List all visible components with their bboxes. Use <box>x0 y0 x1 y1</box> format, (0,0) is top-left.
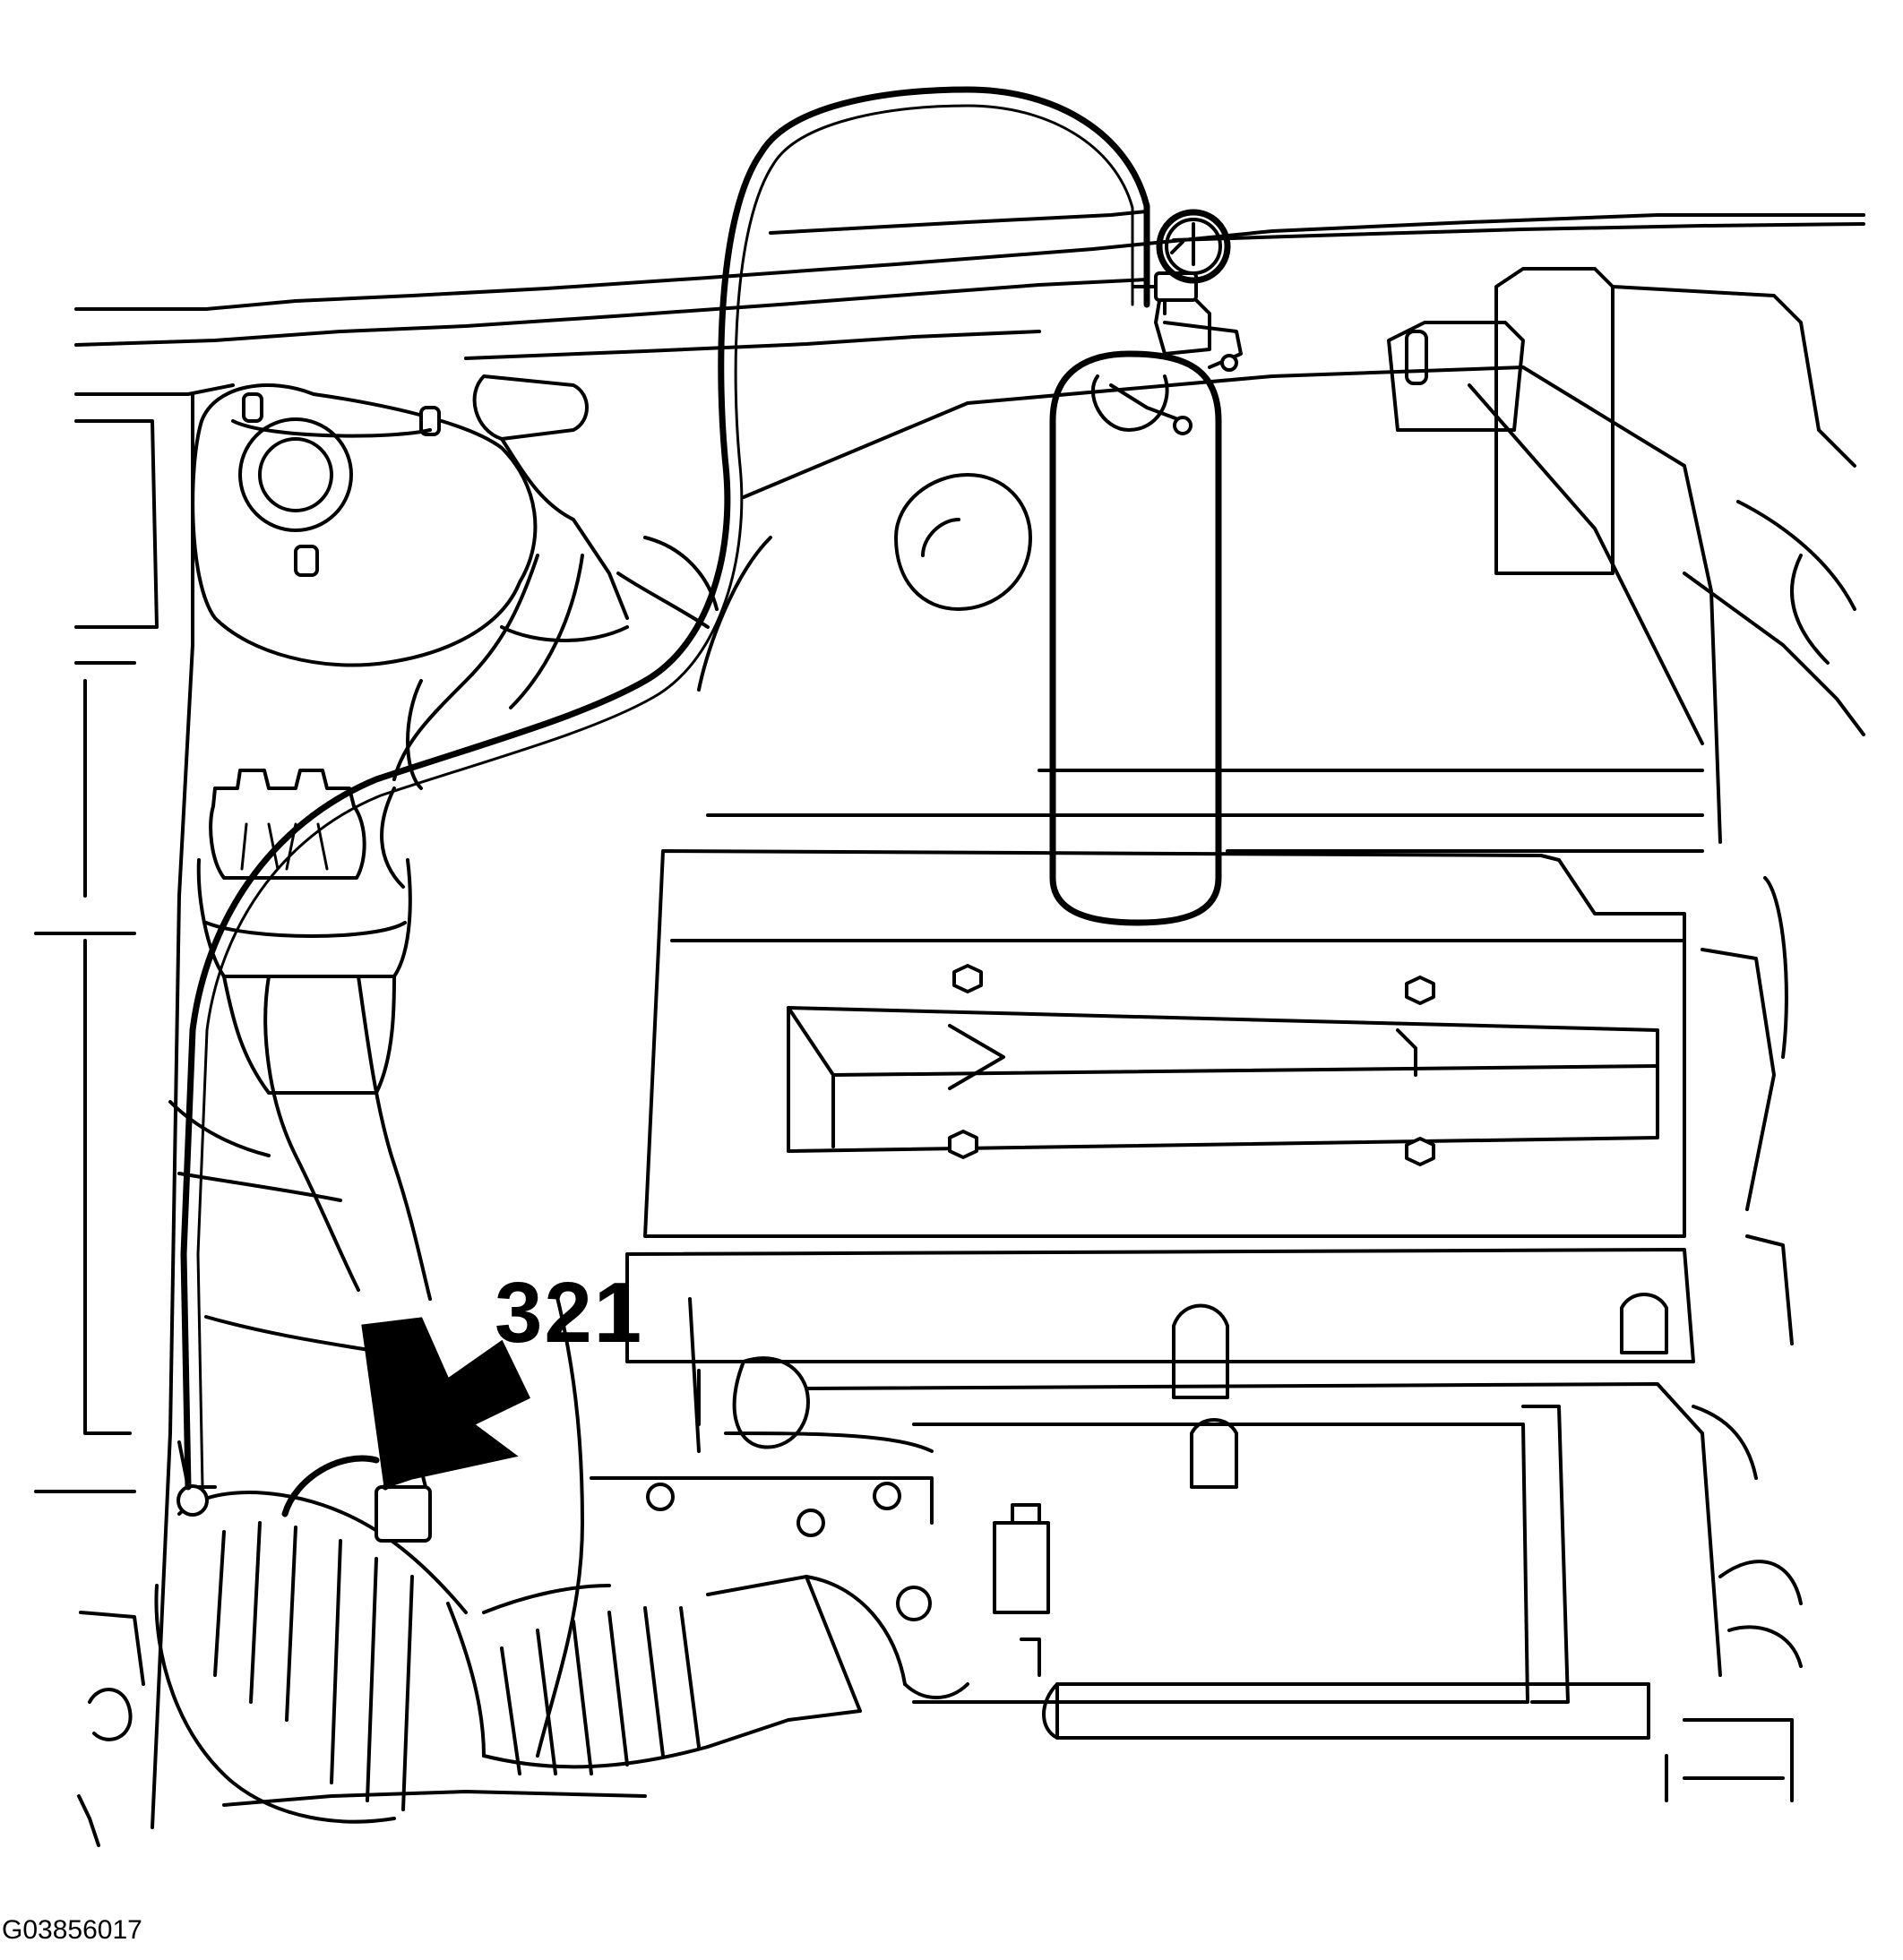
right-side-components <box>1387 267 1865 1668</box>
engine-block-lower <box>536 1288 1794 1802</box>
left-fender-panel <box>34 392 647 1847</box>
pressure-tester-hose <box>180 86 1150 1491</box>
valve-cover <box>625 849 1695 1426</box>
hood-cowl-lines <box>74 210 1865 396</box>
coolant-hoses <box>168 374 719 1354</box>
air-intake-duct <box>154 1491 1650 1824</box>
figure-id-label: G03856017 <box>2 1915 142 1945</box>
callout-number: 321 <box>495 1265 644 1361</box>
callout-arrow <box>361 1317 531 1491</box>
reservoir-cap <box>196 769 412 1095</box>
pressure-cylinder <box>1049 209 1243 926</box>
engine-cover <box>697 365 1722 853</box>
sensors-connectors <box>88 1440 1050 1741</box>
strut-tower <box>191 383 538 667</box>
